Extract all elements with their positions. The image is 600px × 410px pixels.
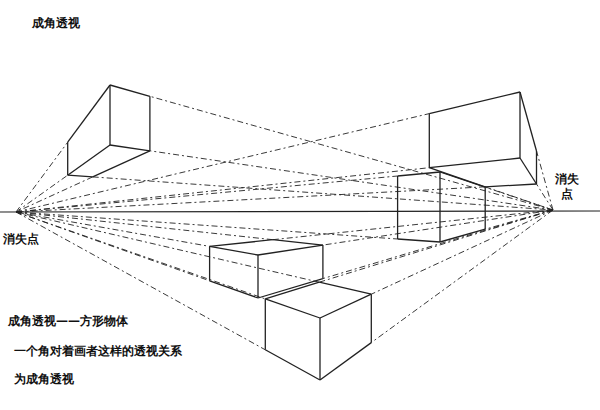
box-edge <box>322 245 323 279</box>
vanishing-line <box>16 212 273 240</box>
box-edge <box>398 172 440 176</box>
box-edge <box>110 145 150 151</box>
box-edge <box>257 255 258 298</box>
box-edge <box>258 279 323 298</box>
box-edge <box>439 172 440 242</box>
box-edge <box>371 294 372 342</box>
box-edge <box>519 92 520 158</box>
vanishing-line <box>537 151 554 210</box>
box-edge <box>319 318 320 380</box>
box-edge <box>109 85 110 145</box>
box-edge <box>520 92 537 151</box>
vanishing-line <box>485 187 553 210</box>
caption-line: 一个角对着画者这样的透视关系 <box>12 344 184 359</box>
caption-line: 为成角透视 <box>12 372 76 387</box>
vanishing-line <box>485 187 553 210</box>
box-edge <box>209 246 210 280</box>
vanishing-line <box>16 212 265 299</box>
box-edge <box>265 299 320 318</box>
box-edge <box>210 246 258 255</box>
vanishing-point-label: 消失点 <box>1 232 41 247</box>
title: 成角透视 <box>30 16 82 31</box>
box-edge <box>265 350 320 380</box>
box-edge <box>485 184 537 187</box>
box-edge <box>320 294 371 318</box>
vanishing-line <box>16 212 319 282</box>
vanishing-line <box>16 168 429 212</box>
box-edge <box>429 158 520 168</box>
box-edge <box>210 240 273 247</box>
vanishing-line <box>16 175 68 212</box>
horizon-line <box>0 211 600 212</box>
vanishing-line <box>16 212 265 350</box>
box-edge <box>68 175 93 177</box>
box-edge <box>68 145 110 175</box>
vanishing-line <box>273 210 553 240</box>
box-edge <box>536 151 537 184</box>
vanishing-line <box>16 176 398 212</box>
box-edge <box>68 85 110 142</box>
vanishing-line <box>323 210 553 245</box>
vanishing-point-label: 消失点 <box>553 172 581 202</box>
box-edge <box>93 151 150 177</box>
vanishing-line <box>16 187 485 212</box>
caption-line: 成角透视——方形物体 <box>6 314 130 329</box>
box-edge <box>67 142 68 175</box>
box-edge <box>429 168 485 187</box>
box-edge <box>440 172 485 187</box>
vanishing-line <box>16 177 93 212</box>
box-edge <box>397 176 398 239</box>
vanishing-line <box>319 210 553 282</box>
vanishing-line <box>323 210 553 279</box>
box-edge <box>429 114 430 168</box>
vanishing-line <box>371 210 553 294</box>
box-edge <box>273 240 323 245</box>
box-edge <box>485 187 486 229</box>
box-edge <box>320 343 371 380</box>
box-edge <box>429 92 520 114</box>
box-edge <box>265 282 319 299</box>
box-edge <box>319 282 371 294</box>
perspective-lines <box>16 96 553 349</box>
box-edge <box>149 96 150 151</box>
box-edge <box>265 299 266 350</box>
box-edge <box>110 85 150 96</box>
vanishing-line <box>16 212 210 246</box>
box-edge <box>258 245 323 255</box>
box-edge <box>520 158 537 184</box>
box-edge <box>440 229 485 242</box>
box-edge <box>398 239 440 242</box>
vanishing-line <box>150 96 553 210</box>
vanishing-line <box>371 210 553 343</box>
vanishing-line <box>93 177 553 210</box>
box-edge <box>210 281 258 298</box>
boxes <box>68 85 537 380</box>
vanishing-line <box>537 184 554 210</box>
